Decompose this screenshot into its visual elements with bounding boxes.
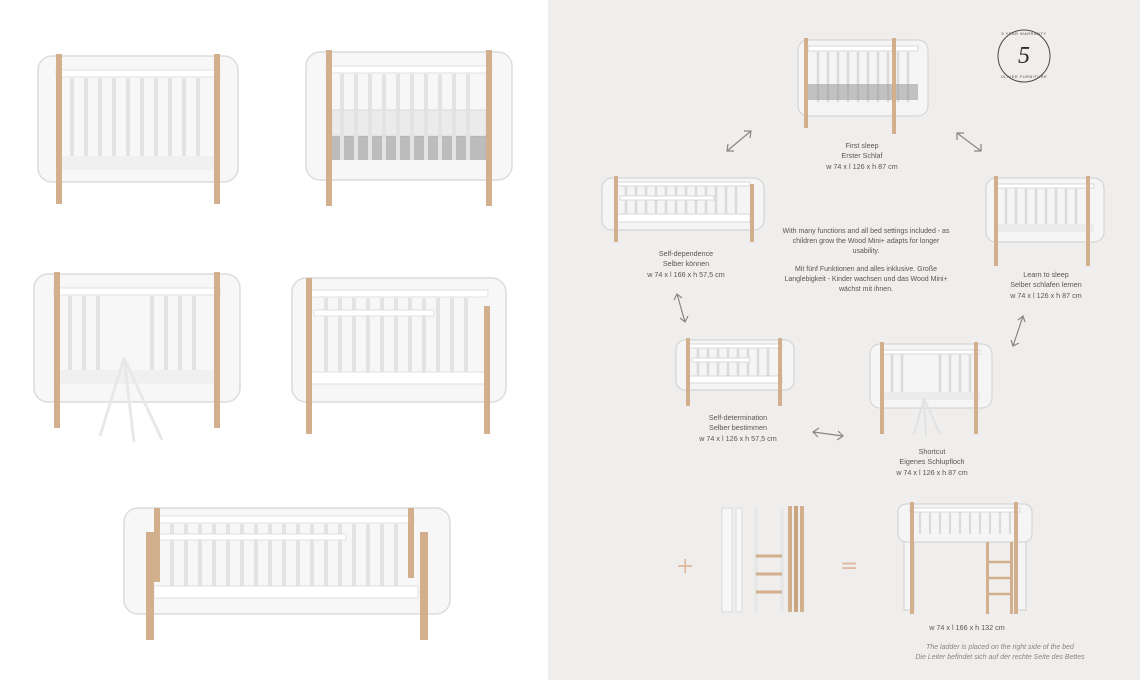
self-dependence-dims: w 74 x l 166 x h 57,5 cm [647,269,725,279]
cycle-arrow-icon [726,130,752,152]
left-photo-panel [0,0,548,680]
learn-to-sleep-bed-illustration [985,176,1105,268]
plus-symbol: + [676,554,695,579]
center-description-de: Mit fünf Funktionen and alles inklusive.… [784,266,948,293]
shortcut-dims: w 74 x l 126 x h 87 cm [896,467,968,477]
shortcut-caption: Shortcut Eigenes Schlupfloch w 74 x l 12… [896,447,968,478]
loft-bed-illustration [897,502,1033,616]
badge-number: 5 [1018,43,1030,69]
cycle-arrow-icon [673,293,689,323]
center-description-en: With many functions and all bed settings… [782,228,950,255]
cot-bed-image-3 [33,270,241,446]
junior-bed-image-1 [291,276,507,436]
self-determination-bed-illustration [675,338,795,408]
learn-to-sleep-dims: w 74 x l 126 x h 87 cm [1010,290,1082,300]
cot-bed-image-2 [305,46,513,208]
first-sleep-bed-illustration [797,38,929,134]
self-dependence-caption: Self-dependence Selber können w 74 x l 1… [647,249,725,280]
first-sleep-title-de: Erster Schlaf [841,151,883,161]
self-determination-title: Self-determination [708,413,768,422]
shortcut-title-de: Eigenes Schlupfloch [899,457,965,467]
cycle-arrow-icon [1010,314,1026,347]
badge-top-text: 5 YEAR WARRANTY [1001,32,1047,36]
loft-bed-dims: w 74 x l 166 x h 132 cm [929,623,1005,632]
self-determination-caption: Self-determination Selber bestimmen w 74… [699,413,777,444]
shortcut-title: Shortcut [918,447,946,456]
warranty-badge: 5 YEAR WARRANTY 5 OLIVER FURNITURE [996,28,1052,84]
center-description: With many functions and all bed settings… [781,227,951,303]
self-dependence-title-de: Selber können [662,259,710,269]
cycle-arrow-icon [956,132,982,152]
cot-bed-image-1 [37,52,239,208]
self-determination-dims: w 74 x l 126 x h 57,5 cm [699,433,777,443]
ladder-footnote-en: The ladder is placed on the right side o… [926,644,1074,651]
junior-bed-image-2 [123,504,451,644]
self-determination-title-de: Selber bestimmen [709,423,767,433]
conversion-kit-illustration [716,504,812,614]
first-sleep-caption: First sleep Erster Schlaf w 74 x l 126 x… [826,141,898,172]
learn-to-sleep-caption: Learn to sleep Selber schlafen lernen w … [1010,270,1082,301]
first-sleep-dims: w 74 x l 126 x h 87 cm [826,161,898,171]
equals-symbol: = [840,554,859,579]
self-dependence-title: Self-dependence [658,249,714,258]
ladder-footnote: The ladder is placed on the right side o… [915,643,1084,663]
learn-to-sleep-title-de: Selber schlafen lernen [1010,280,1082,290]
shortcut-bed-illustration [869,342,993,438]
badge-bottom-text: OLIVER FURNITURE [1000,75,1048,79]
first-sleep-title: First sleep [845,141,879,150]
self-dependence-bed-illustration [601,176,765,244]
cycle-arrow-icon [812,427,844,441]
ladder-footnote-de: Die Leiter befindet sich auf der rechte … [915,654,1085,661]
learn-to-sleep-title: Learn to sleep [1023,270,1069,279]
